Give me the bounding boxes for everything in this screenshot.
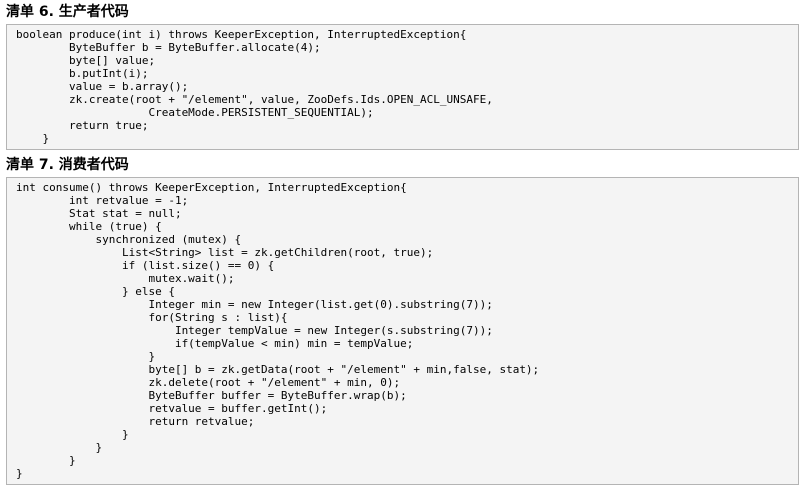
code-line: int consume() throws KeeperException, In…	[16, 181, 407, 194]
code-line: }	[16, 467, 23, 480]
code-line: }	[16, 132, 50, 145]
code-line: }	[16, 428, 129, 441]
code-line: value = b.array();	[16, 80, 189, 93]
code-line: mutex.wait();	[16, 272, 235, 285]
code-line: }	[16, 454, 76, 467]
code-line: ByteBuffer b = ByteBuffer.allocate(4);	[16, 41, 321, 54]
code-line: if(tempValue < min) min = tempValue;	[16, 337, 414, 350]
code-line: CreateMode.PERSISTENT_SEQUENTIAL);	[16, 106, 374, 119]
code-line: int retvalue = -1;	[16, 194, 189, 207]
code-line: byte[] b = zk.getData(root + "/element" …	[16, 363, 540, 376]
code-line: for(String s : list){	[16, 311, 288, 324]
code-line: return retvalue;	[16, 415, 255, 428]
code-line: while (true) {	[16, 220, 162, 233]
code-line: }	[16, 350, 156, 363]
code-line: if (list.size() == 0) {	[16, 259, 275, 272]
code-line: b.putInt(i);	[16, 67, 149, 80]
code-line: ByteBuffer buffer = ByteBuffer.wrap(b);	[16, 389, 407, 402]
listing-7-code-block: int consume() throws KeeperException, In…	[6, 177, 799, 485]
code-line: }	[16, 441, 103, 454]
code-line: retvalue = buffer.getInt();	[16, 402, 328, 415]
code-line: byte[] value;	[16, 54, 156, 67]
code-line: } else {	[16, 285, 175, 298]
listing-6-code-block: boolean produce(int i) throws KeeperExce…	[6, 24, 799, 150]
code-line: Integer tempValue = new Integer(s.substr…	[16, 324, 493, 337]
code-line: Stat stat = null;	[16, 207, 182, 220]
code-line: zk.delete(root + "/element" + min, 0);	[16, 376, 401, 389]
code-line: synchronized (mutex) {	[16, 233, 242, 246]
code-line: List<String> list = zk.getChildren(root,…	[16, 246, 434, 259]
code-line: boolean produce(int i) throws KeeperExce…	[16, 28, 467, 41]
code-line: Integer min = new Integer(list.get(0).su…	[16, 298, 493, 311]
listing-6-title: 清单 6. 生产者代码	[6, 4, 129, 20]
listing-7-title: 清单 7. 消费者代码	[6, 157, 129, 173]
code-line: zk.create(root + "/element", value, ZooD…	[16, 93, 493, 106]
code-line: return true;	[16, 119, 149, 132]
